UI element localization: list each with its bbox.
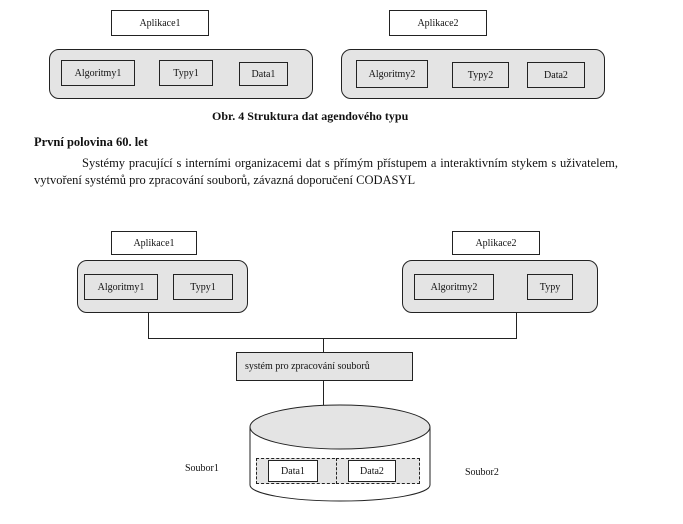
fig1-app2-label: Aplikace2 <box>417 17 459 29</box>
fig2-system-label: systém pro zpracování souborů <box>245 361 370 372</box>
fig2-typy1-box: Typy1 <box>173 274 233 300</box>
fig1-algoritmy1-box: Algoritmy1 <box>61 60 135 86</box>
fig2-typy-label: Typy <box>539 281 561 293</box>
fig2-connector-down <box>323 338 324 352</box>
fig1-app1-box: Aplikace1 <box>111 10 209 36</box>
fig1-typy2-box: Typy2 <box>452 62 509 88</box>
fig2-algoritmy2-box: Algoritmy2 <box>414 274 494 300</box>
fig2-soubor1-label: Soubor1 <box>185 463 219 474</box>
fig2-typy1-label: Typy1 <box>190 281 216 293</box>
fig1-app2-box: Aplikace2 <box>389 10 487 36</box>
fig2-disk-top <box>249 404 431 450</box>
fig1-typy1-label: Typy1 <box>173 67 199 79</box>
fig1-data2-box: Data2 <box>527 62 585 88</box>
section-paragraph-text: Systémy pracující s interními organizace… <box>34 156 618 187</box>
fig2-app2-box: Aplikace2 <box>452 231 540 255</box>
fig2-algoritmy1-box: Algoritmy1 <box>84 274 158 300</box>
fig2-connector-to-disk <box>323 381 324 407</box>
fig1-app1-label: Aplikace1 <box>139 17 181 29</box>
fig2-system-box: systém pro zpracování souborů <box>236 352 413 381</box>
fig1-data1-label: Data1 <box>251 68 276 80</box>
fig2-app1-label: Aplikace1 <box>133 237 175 249</box>
fig2-algoritmy1-label: Algoritmy1 <box>97 281 145 293</box>
fig1-algoritmy2-box: Algoritmy2 <box>356 60 428 88</box>
section-paragraph: Systémy pracující s interními organizace… <box>34 155 618 189</box>
fig2-connector-horizontal <box>148 338 517 339</box>
fig1-caption: Obr. 4 Struktura dat agendového typu <box>212 109 409 123</box>
fig1-typy1-box: Typy1 <box>159 60 213 86</box>
fig2-data1-box: Data1 <box>268 460 318 482</box>
fig2-data1-label: Data1 <box>281 465 305 477</box>
fig2-connector-left <box>148 313 149 339</box>
fig1-data1-box: Data1 <box>239 62 288 86</box>
fig1-algoritmy1-label: Algoritmy1 <box>74 67 122 79</box>
section-heading: První polovina 60. let <box>34 135 148 149</box>
fig2-connector-right <box>516 313 517 339</box>
fig2-data2-label: Data2 <box>360 465 384 477</box>
fig1-data2-label: Data2 <box>544 69 568 81</box>
fig2-soubor2-label: Soubor2 <box>465 467 499 478</box>
fig1-typy2-label: Typy2 <box>467 69 494 81</box>
fig2-algoritmy2-label: Algoritmy2 <box>430 281 478 293</box>
fig1-algoritmy2-label: Algoritmy2 <box>368 68 416 80</box>
fig2-typy-box: Typy <box>527 274 573 300</box>
fig2-app1-box: Aplikace1 <box>111 231 197 255</box>
fig2-data2-box: Data2 <box>348 460 396 482</box>
fig2-app2-label: Aplikace2 <box>475 237 517 249</box>
